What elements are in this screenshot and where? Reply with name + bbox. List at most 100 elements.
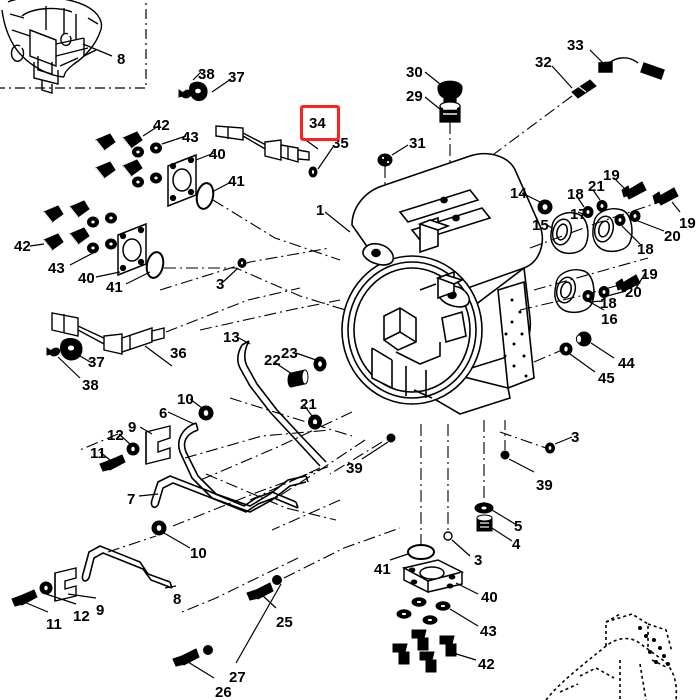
leader-20-a (637, 220, 665, 232)
part-44-bushing (575, 331, 592, 347)
part-9-a-bracket (145, 425, 171, 465)
leader-38-lower (57, 356, 81, 379)
callout-37-b: 37 (88, 354, 105, 371)
callout-18-b: 18 (637, 241, 654, 258)
part-29-grommet (439, 101, 461, 123)
part-21-washer (596, 200, 608, 212)
leader-9-b (67, 593, 97, 599)
part-23-washer (313, 356, 327, 372)
leader-32 (551, 65, 573, 89)
leader-10-a (189, 398, 203, 409)
leader-13 (236, 336, 251, 345)
callout-40-b: 40 (78, 270, 95, 287)
callout-43-a: 43 (182, 129, 199, 146)
callout-41-a: 41 (228, 173, 245, 190)
callout-3-c: 3 (474, 552, 483, 569)
leader-10-b (163, 532, 191, 549)
inset-housing-sketch (1, 0, 103, 94)
bottom-right-sketch-fill (638, 626, 670, 666)
callout-4: 4 (512, 536, 521, 553)
part-group-43-b (87, 212, 117, 254)
callout-41-c: 41 (374, 561, 391, 578)
part-21-b-washer (308, 414, 322, 430)
leader-40-c (455, 582, 479, 595)
callout-45: 45 (598, 370, 615, 387)
part-30-cap (437, 80, 463, 106)
inset-leader-8 (82, 43, 113, 57)
leader-29 (424, 96, 442, 111)
part-16-bushing (554, 269, 595, 314)
leader-7 (138, 493, 159, 497)
callout-17: 17 (570, 206, 587, 223)
leader-16 (589, 301, 605, 311)
part-7-tube (150, 475, 299, 513)
part-3-b-bolt (545, 442, 555, 454)
leader-41-c (389, 553, 409, 561)
part-group-42-c (392, 629, 457, 673)
part-41-c-gasket (407, 544, 435, 560)
leader-40-b (95, 271, 121, 278)
part-18-b (614, 214, 626, 226)
part-19-c-bolt (615, 274, 641, 293)
part-group-42-a (95, 131, 143, 179)
part-9-b-bracket (54, 567, 77, 602)
part-group-43-a (132, 142, 162, 188)
part-40-b-flange (117, 222, 147, 277)
leader-42-a (142, 124, 161, 137)
leader-12-b (45, 593, 77, 605)
callout-13: 13 (223, 329, 240, 346)
axis-3-b (499, 431, 547, 449)
leader-9-a (139, 426, 153, 435)
part-8-tube (81, 545, 173, 589)
callout-12-a: 12 (107, 427, 124, 444)
callout-6: 6 (159, 405, 168, 422)
part-40-c-flange (401, 559, 465, 594)
leader-5 (491, 509, 516, 525)
leader-31 (391, 144, 409, 156)
part-36-top-rod (215, 125, 310, 163)
callout-37-top: 37 (228, 69, 245, 86)
callout-8-top: 8 (117, 51, 126, 68)
callout-8-b: 8 (173, 591, 182, 608)
callout-21: 21 (588, 178, 605, 195)
leader-35 (317, 146, 334, 170)
part-38-lower (46, 347, 61, 357)
leader-8-b (164, 585, 177, 589)
leader-44 (590, 342, 615, 359)
part-31-bolt (377, 153, 393, 167)
callout-40-a: 40 (209, 146, 226, 163)
callout-10-b: 10 (190, 545, 207, 562)
bottom-right-partial-sketch (545, 613, 678, 700)
callout-19-c: 19 (641, 266, 658, 283)
part-33-wire (598, 57, 665, 80)
part-35-bolt (308, 166, 318, 178)
callout-42-b: 42 (14, 238, 31, 255)
part-41-b-gasket (145, 251, 165, 279)
part-41-a-gasket (195, 182, 215, 210)
callout-16: 16 (601, 311, 618, 328)
leader-41-a (211, 181, 232, 193)
leader-21-b (303, 404, 313, 417)
callout-5: 5 (514, 518, 523, 535)
callout-18-c: 18 (600, 295, 617, 312)
leader-18-a (577, 197, 585, 208)
part-group-42-b (43, 200, 90, 251)
leader-6 (167, 411, 195, 425)
callout-30: 30 (406, 64, 423, 81)
leader-11-a (99, 451, 111, 461)
part-22-grommet (287, 369, 309, 388)
part-18-c (582, 290, 594, 302)
part-18-a (582, 206, 594, 218)
leader-4 (491, 527, 513, 542)
callout-27: 27 (229, 669, 246, 686)
leader-3-a (221, 267, 239, 284)
callout-39-b: 39 (536, 477, 553, 494)
callout-39-a: 39 (346, 460, 363, 477)
part-4-bolt (476, 514, 493, 532)
callout-3-b: 3 (571, 429, 580, 446)
callout-42-c: 42 (478, 656, 495, 673)
leader-20-b (606, 290, 627, 297)
part-40-a-flange (167, 153, 197, 208)
axis-40-b (164, 267, 353, 313)
callout-34-highlighted: 34 (309, 115, 326, 132)
